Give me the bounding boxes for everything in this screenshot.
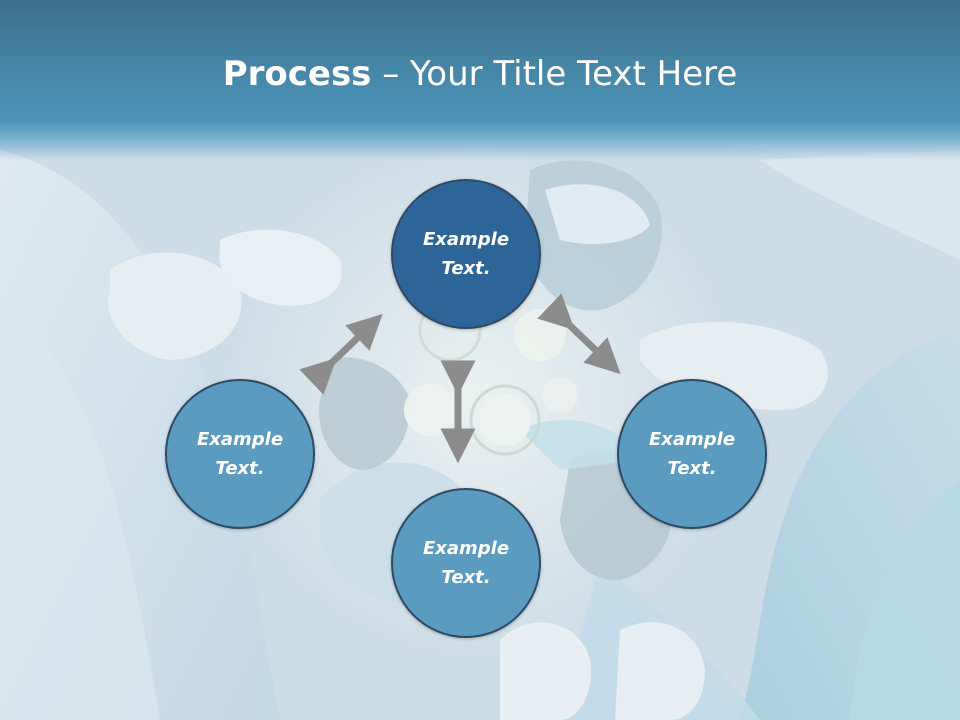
process-node-bottom-label: Example Text. [422, 538, 510, 588]
process-node-top: Example Text. [391, 179, 541, 329]
header-band [0, 0, 960, 160]
title-rest: – Your Title Text Here [371, 54, 738, 94]
arrow-top-right [537, 293, 621, 375]
process-node-bottom: Example Text. [391, 488, 541, 638]
process-node-right-label: Example Text. [648, 429, 736, 479]
process-node-left-label: Example Text. [196, 429, 284, 479]
process-node-left: Example Text. [165, 379, 315, 529]
slide-title: Process – Your Title Text Here [0, 52, 960, 96]
arrow-top-left [299, 313, 383, 395]
title-bold: Process [222, 54, 372, 94]
process-node-right: Example Text. [617, 379, 767, 529]
process-node-top-label: Example Text. [422, 229, 510, 279]
